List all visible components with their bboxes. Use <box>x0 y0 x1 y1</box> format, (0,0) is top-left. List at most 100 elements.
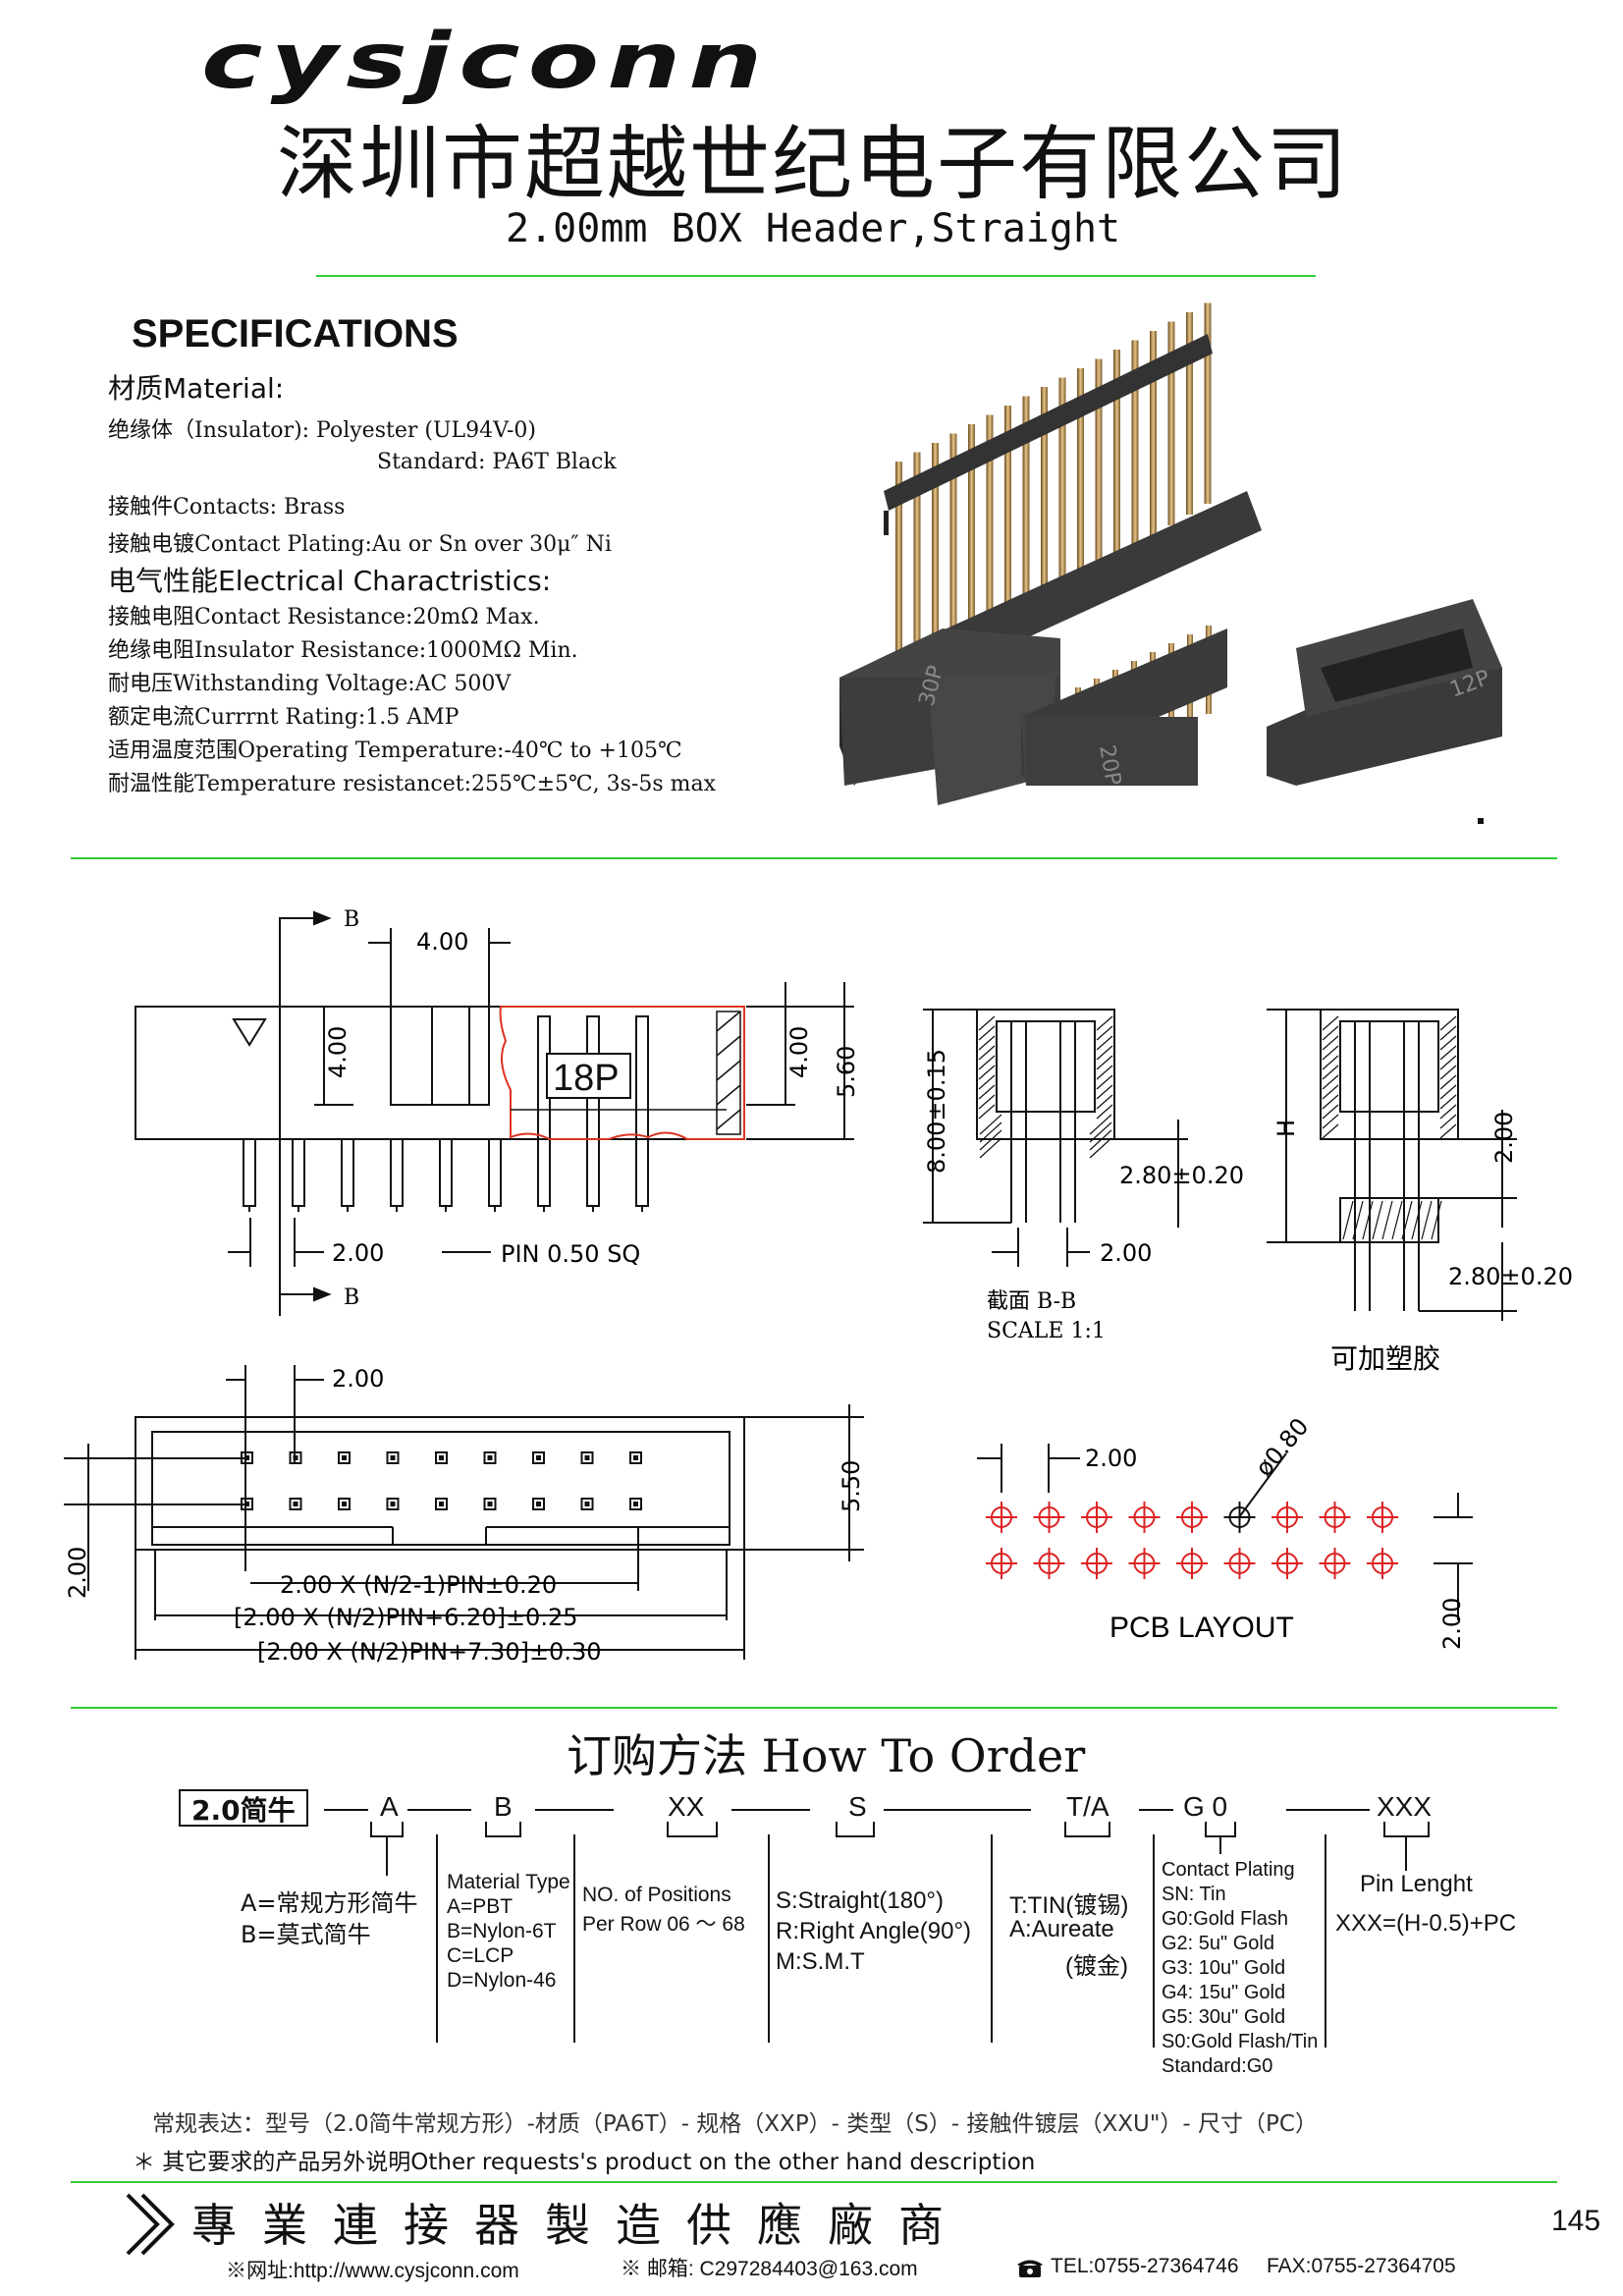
section-scale: SCALE 1:1 <box>987 1319 1106 1343</box>
hatch-line <box>1096 1025 1113 1041</box>
hatch-line <box>1322 1065 1339 1080</box>
top-pin <box>435 1451 448 1464</box>
hatch-line <box>1421 1200 1433 1240</box>
order-g-option-8: Standard:G0 <box>1162 2055 1273 2077</box>
hatch-line <box>1322 1025 1339 1041</box>
hatch-line <box>979 1114 1002 1135</box>
top-pin <box>338 1451 351 1464</box>
photo-pin <box>1077 368 1084 579</box>
order-xxx-title: Pin Lenght <box>1360 1871 1473 1897</box>
photo-pin <box>968 424 975 644</box>
hatch-line <box>1439 1074 1457 1090</box>
company-logo: cysjconn <box>201 18 771 106</box>
top-pin-center <box>244 1455 249 1460</box>
hatch-line <box>1322 1055 1339 1070</box>
order-g-option-1: SN: Tin <box>1162 1884 1226 1905</box>
photo-pin <box>1058 377 1066 590</box>
order-code-g0: G 0 <box>1183 1791 1228 1822</box>
front-label-18p: 18P <box>553 1058 620 1099</box>
material-heading: 材质Material: <box>108 372 285 405</box>
top-pin-center <box>487 1502 493 1506</box>
hatch-line <box>1439 1045 1457 1061</box>
footer-email[interactable]: ※ 邮箱: C297284403@163.com <box>621 2258 918 2280</box>
hatch-line <box>978 1104 996 1120</box>
hatch-line <box>979 1137 1002 1159</box>
hatch-line <box>1089 1121 1112 1143</box>
hatch-line <box>1439 1084 1457 1100</box>
phone-icon <box>1017 2260 1043 2277</box>
hatch-line <box>1439 1035 1457 1051</box>
top-dim-height: 5.50 <box>838 1460 865 1512</box>
hatch-line <box>1439 1094 1457 1110</box>
order-g-option-6: G5: 30u" Gold <box>1162 2006 1286 2028</box>
photo-pin <box>1041 387 1048 601</box>
order-g-option-2: G0:Gold Flash <box>1162 1908 1288 1930</box>
hatch-line <box>978 1055 996 1070</box>
front-dim-right-height: 4.00 <box>785 1026 813 1078</box>
top-pin <box>289 1498 302 1510</box>
order-code-xxx: XXX <box>1377 1791 1433 1822</box>
hatch-line <box>1089 1137 1112 1159</box>
order-xxx-formula: XXX=(H-0.5)+PC <box>1335 1910 1517 1937</box>
footer-website[interactable]: ※网址:http://www.cysjconn.com <box>226 2260 519 2282</box>
order-s-option-2: R:Right Angle(90°) <box>776 1918 972 1944</box>
front-dim-pitch: 2.00 <box>332 1239 384 1267</box>
order-b-option-2: B=Nylon-6T <box>447 1920 557 1942</box>
hatch-line <box>1096 1055 1113 1070</box>
hatch-line <box>1322 1123 1339 1139</box>
order-g-option-3: G2: 5u" Gold <box>1162 1933 1274 1954</box>
hatch-line <box>979 1121 1002 1143</box>
top-pin <box>386 1451 400 1464</box>
photo-pin <box>1004 406 1011 623</box>
hatch-line <box>1096 1104 1113 1120</box>
order-s-option-1: S:Straight(180°) <box>776 1887 945 1914</box>
footer-tel: TEL:0755-27364746 <box>1051 2255 1239 2277</box>
hatch-line <box>978 1074 996 1090</box>
hatch-line <box>1322 1104 1339 1120</box>
hatch-line <box>978 1025 996 1041</box>
photo-pin <box>895 462 902 687</box>
order-code-b: B <box>494 1791 513 1822</box>
photo-pin <box>932 443 939 666</box>
hatch-line <box>1322 1035 1339 1051</box>
front-dim-total-height: 5.60 <box>833 1046 860 1098</box>
order-a-option-1: A=常规方形简牛 <box>241 1889 418 1917</box>
electrical-heading: 电气性能Electrical Charactristics: <box>108 565 552 597</box>
front-dim-top-pitch: 4.00 <box>416 928 468 956</box>
top-pin-center <box>584 1502 590 1506</box>
side-dim-tail: 2.80±0.20 <box>1448 1263 1573 1290</box>
order-b-option-1: A=PBT <box>447 1895 514 1918</box>
page-number: 145 <box>1551 2205 1601 2237</box>
front-dim-inner-height: 4.00 <box>324 1026 352 1078</box>
hatch-line <box>1439 1123 1457 1139</box>
top-pin <box>483 1498 497 1510</box>
hatch-line <box>1372 1200 1383 1240</box>
hatch-line <box>1322 1114 1339 1129</box>
top-pin <box>386 1498 400 1510</box>
spec-withstanding-voltage: 耐电压Withstanding Voltage:AC 500V <box>108 672 512 696</box>
order-g-option-4: G3: 10u" Gold <box>1162 1957 1286 1979</box>
hatch-line <box>1096 1045 1113 1061</box>
photo-pin <box>1095 358 1103 569</box>
front-section-mark-top: B <box>344 907 359 932</box>
top-pin-center <box>439 1455 444 1460</box>
top-pin-center <box>342 1455 347 1460</box>
footer-slogan: 專業連接器製造供應廠商 <box>191 2199 969 2252</box>
footer-chevron-icon <box>126 2193 175 2256</box>
top-pin-center <box>536 1502 541 1506</box>
order-a-option-2: B=莫式简牛 <box>241 1921 371 1948</box>
order-t-option-1: T:TIN(镀锡) <box>1009 1892 1129 1919</box>
section-dim-pitch: 2.00 <box>1100 1239 1152 1267</box>
order-b-title: Material Type <box>447 1871 570 1893</box>
top-pin-center <box>536 1455 541 1460</box>
hatch-line <box>1439 1015 1457 1031</box>
top-pin-center <box>293 1502 298 1506</box>
hatch-line <box>978 1084 996 1100</box>
order-b-option-4: D=Nylon-46 <box>447 1969 557 1992</box>
top-pin <box>338 1498 351 1510</box>
header-divider <box>316 275 1316 277</box>
order-g-title: Contact Plating <box>1162 1859 1295 1881</box>
